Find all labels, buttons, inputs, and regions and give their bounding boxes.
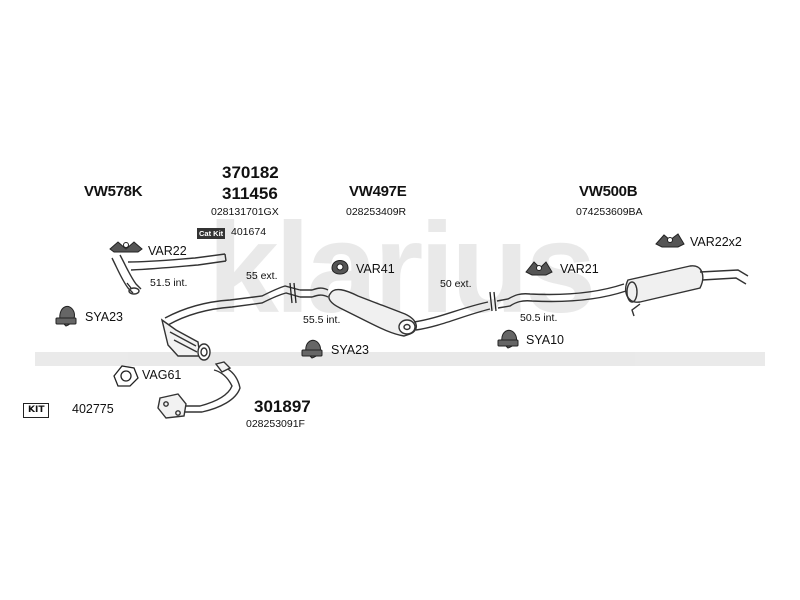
catalyst-part-code-2: 311456 [222, 184, 278, 203]
rear-silencer [624, 265, 749, 317]
var21-label: VAR21 [560, 262, 599, 276]
cat-kit-number: 401674 [231, 226, 267, 238]
downpipe [157, 361, 241, 419]
var41-mount-icon [331, 260, 349, 275]
var22-label: VAR22 [148, 244, 187, 258]
catalyst-oem-number: 028131701GX [211, 206, 279, 218]
vag61-label: VAG61 [142, 368, 182, 382]
centre-silencer-part-code: VW497E [349, 183, 407, 200]
sya10-label: SYA10 [526, 333, 564, 347]
joint-marks [126, 282, 497, 312]
sya23-clamp-icon-centre [301, 339, 323, 359]
front-pipe-part-code: VW578K [84, 183, 143, 200]
rear-silencer-oem-number: 074253609BA [576, 206, 643, 218]
intermediate-pipe [164, 285, 329, 326]
centre-silencer-oem-number: 028253409R [346, 206, 407, 218]
joint-label-2: 55 ext. [246, 270, 278, 282]
sya10-clamp-icon [497, 329, 519, 349]
catalytic-converter [160, 318, 211, 361]
centre-silencer [328, 288, 491, 337]
joint-label-5: 50.5 int. [520, 312, 558, 324]
cat-kit-badge: Cat Kit [197, 228, 226, 239]
downpipe-oem-number: 028253091F [246, 418, 305, 430]
rear-pipe [496, 283, 627, 309]
rear-silencer-part-code: VW500B [579, 183, 638, 200]
kit-badge: KIT [23, 403, 50, 418]
var22x2-hanger-icon [655, 233, 685, 248]
var41-label: VAR41 [356, 262, 395, 276]
joint-label-3: 55.5 int. [303, 314, 341, 326]
sya23-centre-label: SYA23 [331, 343, 369, 357]
downpipe-part-code: 301897 [254, 397, 311, 416]
joint-label-4: 50 ext. [440, 278, 472, 290]
var22-hanger-icon [109, 241, 143, 253]
sya23-left-label: SYA23 [85, 310, 123, 324]
var22x2-label: VAR22x2 [690, 235, 742, 249]
var21-hanger-icon [525, 261, 553, 276]
sya23-clamp-icon-left [55, 305, 77, 327]
kit-number: 402775 [72, 402, 114, 416]
vag61-gasket-icon [113, 365, 139, 387]
joint-label-1: 51.5 int. [150, 277, 188, 289]
front-pipe-upper [111, 253, 227, 295]
catalyst-part-code-1: 370182 [222, 163, 279, 182]
